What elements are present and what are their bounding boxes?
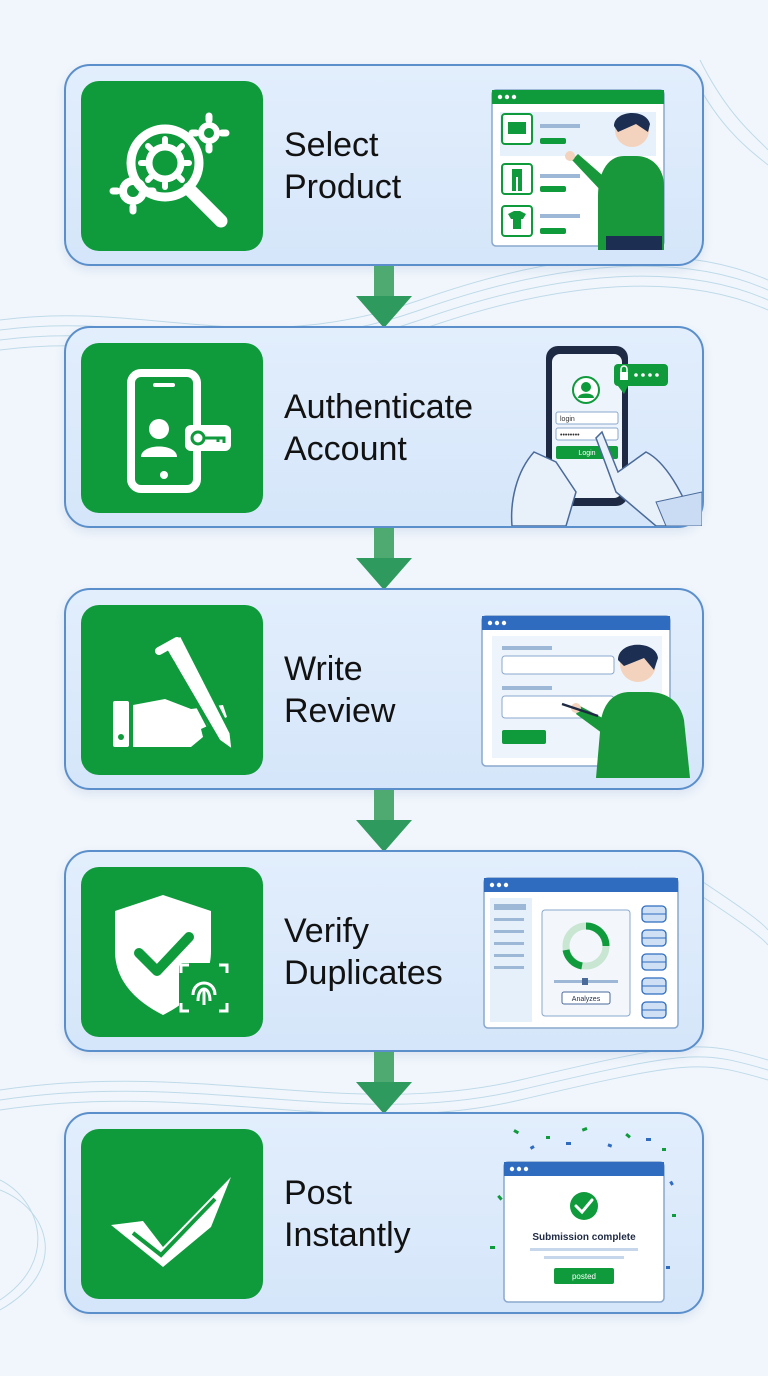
checkmark-icon xyxy=(111,1177,231,1267)
step-icon-tile xyxy=(81,343,263,513)
step-label-line2: Product xyxy=(284,168,402,206)
step-post-instantly: Post Instantly Submission compl xyxy=(64,1112,704,1314)
step-label-line2: Account xyxy=(284,430,407,468)
step-label: Select Product xyxy=(284,124,494,208)
step-label-line2: Review xyxy=(284,692,396,730)
step-icon-tile xyxy=(81,1129,263,1299)
step-label-line1: Verify xyxy=(284,912,370,950)
step-icon-tile xyxy=(81,605,263,775)
step-icon-tile xyxy=(81,867,263,1037)
step-authenticate-account: Authenticate Account login •••••••• Logi… xyxy=(64,326,704,528)
submission-complete-illustration: Submission complete posted xyxy=(490,1127,676,1303)
flow-arrow xyxy=(356,528,412,590)
step-label-line2: Duplicates xyxy=(284,954,443,992)
flow-arrow xyxy=(356,1052,412,1114)
step-label: Post Instantly xyxy=(284,1172,494,1256)
step-label: Write Review xyxy=(284,648,494,732)
posted-button: posted xyxy=(572,1272,596,1281)
step-label-line1: Select xyxy=(284,126,379,164)
step-select-product: Select Product xyxy=(64,64,704,266)
product-selection-illustration xyxy=(491,89,665,250)
step-label-line1: Authenticate xyxy=(284,388,474,426)
gear-magnifier-icon xyxy=(109,112,230,228)
phone-key-icon xyxy=(127,369,231,493)
step-icon-tile xyxy=(81,81,263,251)
submission-message: Submission complete xyxy=(532,1232,636,1243)
hand-pen-icon xyxy=(113,632,235,755)
login-field: login xyxy=(560,416,575,423)
step-label: Authenticate Account xyxy=(284,386,494,470)
review-form-illustration xyxy=(481,615,690,778)
step-label: Verify Duplicates xyxy=(284,910,494,994)
step-write-review: Write Review xyxy=(64,588,704,790)
duplicate-analysis-illustration: Analyzes xyxy=(483,877,679,1029)
step-label-line1: Write xyxy=(284,650,363,688)
analyze-button: Analyzes xyxy=(572,996,601,1003)
step-label-line1: Post xyxy=(284,1174,353,1212)
shield-check-fingerprint-icon xyxy=(115,895,229,1015)
flow-arrow xyxy=(356,266,412,328)
step-label-line2: Instantly xyxy=(284,1216,411,1254)
login-button: Login xyxy=(578,450,595,457)
flow-arrow xyxy=(356,790,412,852)
step-verify-duplicates: Verify Duplicates Analyzes xyxy=(64,850,704,1052)
phone-login-illustration: login •••••••• Login xyxy=(510,346,702,526)
password-field: •••••••• xyxy=(560,432,580,439)
